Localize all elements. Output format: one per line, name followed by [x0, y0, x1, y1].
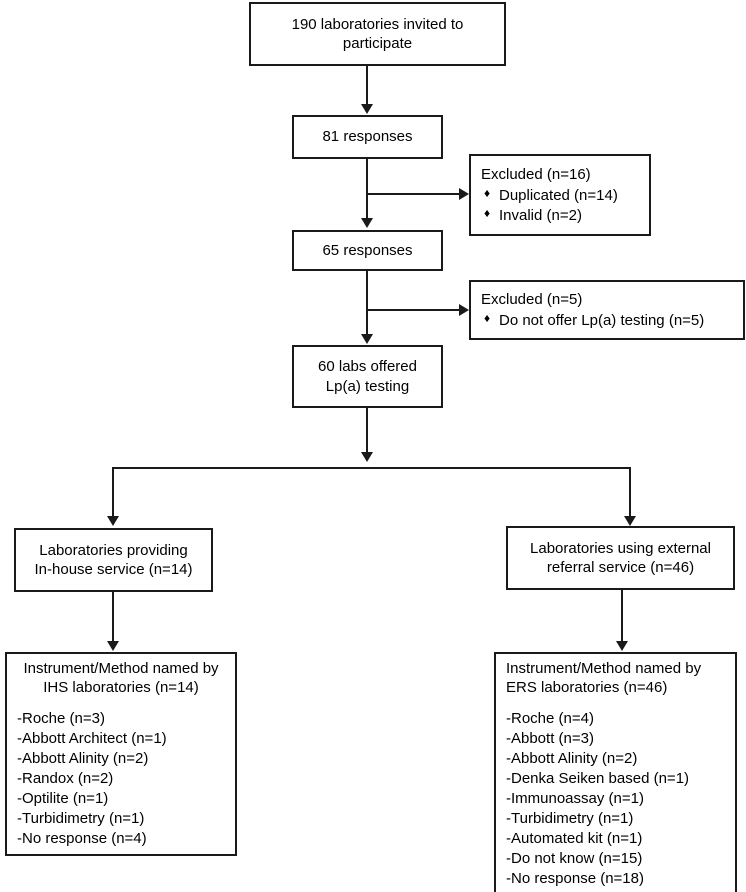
node-excluded-5: Excluded (n=5) ♦ Do not offer Lp(a) testi… [469, 280, 745, 340]
list-item: ♦ Duplicated (n=14) [481, 186, 639, 206]
node-external-referral-service-line2: referral service (n=46) [546, 559, 695, 576]
connector-split-bar [112, 467, 631, 469]
connector-labsoffered-to-split [366, 408, 368, 453]
node-external-referral-service-line1: Laboratories using external [530, 539, 711, 557]
node-ihs-methods-line2: IHS laboratories (n=14) [43, 679, 199, 697]
list-item: -Abbott Architect (n=1) [17, 730, 167, 748]
list-item-label: Duplicated (n=14) [499, 187, 618, 205]
node-excluded-16-text: Excluded (n=16) ♦ Duplicated (n=14) ♦ Inva… [471, 165, 649, 225]
list-item: -Randox (n=2) [17, 770, 114, 788]
node-responses-65-text: 65 responses [294, 241, 441, 260]
diamond-bullet-icon: ♦ [484, 205, 491, 220]
connector-inhouse-to-ihsmethods [112, 592, 114, 642]
node-responses-65: 65 responses [292, 230, 443, 271]
connector-responses65-to-labsoffered [366, 271, 368, 335]
arrowhead-split-to-external [624, 516, 636, 526]
list-item: -Abbott Alinity (n=2) [17, 750, 149, 768]
node-ihs-methods-line1: Instrument/Method named by [23, 660, 219, 678]
node-excluded-16: Excluded (n=16) ♦ Duplicated (n=14) ♦ Inva… [469, 154, 651, 236]
node-excluded-16-heading: Excluded (n=16) [481, 165, 591, 183]
connector-invited-to-responses81 [366, 66, 368, 105]
node-responses-65-label: 65 responses [322, 241, 413, 259]
node-responses-81-label: 81 responses [322, 128, 413, 146]
node-external-referral-service-text: Laboratories using external referral ser… [508, 539, 733, 577]
list-item: -No response (n=4) [17, 830, 147, 848]
arrowhead-responses65-to-labsoffered [361, 334, 373, 344]
node-responses-81-text: 81 responses [294, 127, 441, 146]
node-invited-line1: 190 laboratories invited to [291, 15, 464, 33]
node-ihs-methods-heading: Instrument/Method named by IHS laborator… [17, 659, 225, 697]
list-item: ♦ Do not offer Lp(a) testing (n=5) [481, 311, 733, 331]
connector-responses81-to-responses65 [366, 159, 368, 219]
node-external-referral-service: Laboratories using external referral ser… [506, 526, 735, 590]
node-in-house-service-text: Laboratories providing In-house service … [16, 541, 211, 579]
node-responses-81: 81 responses [292, 115, 443, 159]
connector-to-excluded5 [366, 309, 461, 311]
list-item: -Abbott Alinity (n=2) [506, 750, 638, 768]
diamond-bullet-icon: ♦ [484, 310, 491, 325]
connector-to-excluded16 [366, 193, 461, 195]
node-ers-methods-line2: ERS laboratories (n=46) [506, 679, 668, 697]
arrowhead-split-to-inhouse [107, 516, 119, 526]
list-item-label: Do not offer Lp(a) testing (n=5) [499, 311, 705, 329]
node-labs-offered-line1: 60 labs offered [318, 358, 417, 376]
connector-split-to-inhouse [112, 467, 114, 517]
diamond-bullet-icon: ♦ [484, 186, 491, 201]
list-item-label: Invalid (n=2) [499, 206, 582, 224]
arrowhead-responses81-to-responses65 [361, 218, 373, 228]
arrowhead-invited-to-responses81 [361, 104, 373, 114]
list-item: -Roche (n=3) [17, 710, 105, 728]
list-item: -Roche (n=4) [506, 710, 594, 728]
arrowhead-inhouse-to-ihsmethods [107, 641, 119, 651]
list-item: -Turbidimetry (n=1) [506, 810, 634, 828]
node-ihs-methods: Instrument/Method named by IHS laborator… [5, 652, 237, 856]
node-ers-methods-line1: Instrument/Method named by [506, 660, 702, 678]
connector-external-to-ersmethods [621, 590, 623, 642]
node-ihs-methods-text: Instrument/Method named by IHS laborator… [7, 659, 235, 849]
node-invited-text: 190 laboratories invited to participate [251, 15, 504, 53]
connector-split-to-external [629, 467, 631, 517]
list-item: -No response (n=18) [506, 869, 644, 887]
node-invited: 190 laboratories invited to participate [249, 2, 506, 66]
node-labs-offered-line2: Lp(a) testing [325, 377, 410, 395]
list-item: -Denka Seiken based (n=1) [506, 770, 690, 788]
node-ers-methods: Instrument/Method named by ERS laborator… [494, 652, 737, 892]
node-ers-methods-heading: Instrument/Method named by ERS laborator… [506, 659, 725, 697]
list-item: -Do not know (n=15) [506, 850, 643, 868]
node-invited-line2: participate [342, 35, 413, 52]
node-ihs-methods-list: -Roche (n=3) -Abbott Architect (n=1) -Ab… [17, 709, 225, 849]
list-item: -Automated kit (n=1) [506, 830, 643, 848]
list-item: -Optilite (n=1) [17, 790, 109, 808]
node-in-house-service-line2: In-house service (n=14) [34, 561, 193, 578]
node-in-house-service: Laboratories providing In-house service … [14, 528, 213, 592]
node-excluded-5-list: ♦ Do not offer Lp(a) testing (n=5) [481, 311, 733, 331]
list-item: -Abbott (n=3) [506, 730, 594, 748]
node-excluded-5-text: Excluded (n=5) ♦ Do not offer Lp(a) testi… [471, 290, 743, 331]
list-item: -Turbidimetry (n=1) [17, 810, 145, 828]
list-item: -Immunoassay (n=1) [506, 790, 644, 808]
arrowhead-to-excluded5 [459, 304, 469, 316]
node-labs-offered-text: 60 labs offered Lp(a) testing [294, 357, 441, 395]
node-excluded-5-heading: Excluded (n=5) [481, 290, 583, 308]
arrowhead-labsoffered-to-split [361, 452, 373, 462]
node-ers-methods-list: -Roche (n=4) -Abbott (n=3) -Abbott Alini… [506, 709, 725, 888]
node-in-house-service-line1: Laboratories providing [39, 541, 188, 559]
arrowhead-to-excluded16 [459, 188, 469, 200]
node-ers-methods-text: Instrument/Method named by ERS laborator… [496, 659, 735, 889]
node-excluded-16-list: ♦ Duplicated (n=14) ♦ Invalid (n=2) [481, 186, 639, 225]
arrowhead-external-to-ersmethods [616, 641, 628, 651]
node-labs-offered: 60 labs offered Lp(a) testing [292, 345, 443, 408]
list-item: ♦ Invalid (n=2) [481, 206, 639, 226]
